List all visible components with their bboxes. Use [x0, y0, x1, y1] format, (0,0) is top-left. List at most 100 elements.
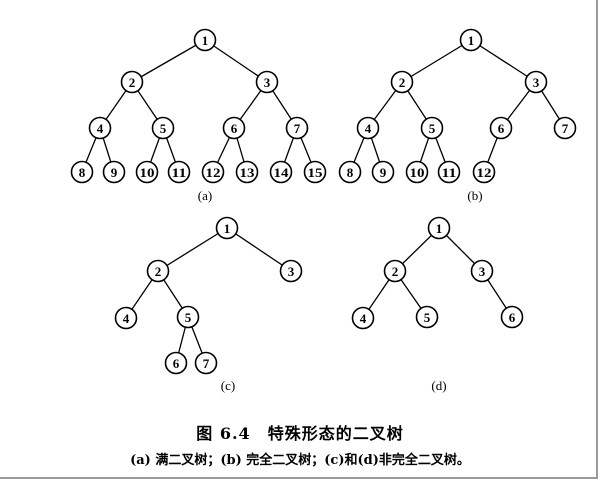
tree-node: 3	[279, 259, 303, 283]
tree-node: 2	[146, 259, 170, 283]
figure-description: (a) 满二叉树；(b) 完全二叉树；(c)和(d)非完全二叉树。	[130, 453, 470, 468]
subfigure-label: (b)	[467, 188, 482, 203]
node-circle	[146, 259, 170, 283]
node-number: 9	[111, 165, 118, 180]
tree-node: 11	[437, 160, 461, 184]
tree-node: 3	[255, 70, 279, 94]
node-circle	[415, 305, 439, 329]
node-circle	[405, 160, 429, 184]
node-circle	[383, 259, 407, 283]
node-number: 6	[173, 356, 180, 371]
tree-node: 7	[553, 116, 577, 140]
node-circle	[164, 351, 188, 375]
node-circle	[420, 116, 444, 140]
node-circle	[88, 116, 112, 140]
tree-node: 5	[176, 305, 200, 329]
tree-node: 5	[420, 116, 444, 140]
tree-node: 12	[472, 160, 496, 184]
tree-node: 15	[303, 160, 327, 184]
node-circle	[553, 116, 577, 140]
tree-node: 4	[114, 306, 138, 330]
tree-node: 4	[356, 116, 380, 140]
node-circle	[176, 305, 200, 329]
node-circle	[269, 160, 293, 184]
tree-edge	[470, 39, 537, 83]
node-number: 10	[140, 165, 155, 180]
tree-node: 5	[415, 305, 439, 329]
node-circle	[235, 160, 259, 184]
tree-node: 6	[222, 116, 246, 140]
tree-node: 10	[405, 160, 429, 184]
node-circle	[437, 160, 461, 184]
node-number: 11	[442, 165, 457, 180]
subfigure-label: (d)	[431, 378, 446, 393]
tree-node: 14	[269, 160, 293, 184]
node-circle	[135, 160, 159, 184]
node-number: 11	[172, 165, 187, 180]
node-circle	[167, 160, 191, 184]
tree-node: 2	[383, 259, 407, 283]
node-number: 5	[429, 121, 436, 136]
node-number: 4	[360, 311, 367, 326]
node-circle	[500, 305, 524, 329]
node-circle	[194, 351, 218, 375]
node-number: 7	[294, 121, 301, 136]
node-circle	[285, 116, 309, 140]
tree-node: 5	[151, 116, 175, 140]
tree-node: 12	[201, 160, 225, 184]
tree-node: 9	[102, 160, 126, 184]
node-circle	[390, 70, 414, 94]
tree-node: 2	[120, 70, 144, 94]
node-number: 3	[533, 75, 540, 90]
node-number: 8	[347, 165, 354, 180]
node-circle	[459, 28, 483, 52]
node-circle	[524, 70, 548, 94]
tree-node: 3	[524, 70, 548, 94]
tree-node: 3	[470, 259, 494, 283]
node-number: 6	[509, 310, 516, 325]
tree-node: 11	[167, 160, 191, 184]
node-circle	[427, 216, 451, 240]
node-number: 10	[410, 165, 425, 180]
tree-edge	[131, 39, 206, 83]
tree-node: 10	[135, 160, 159, 184]
tree-node: 1	[459, 28, 483, 52]
tree-edge	[157, 227, 228, 272]
node-number: 14	[274, 165, 290, 180]
node-circle	[215, 216, 239, 240]
tree-node: 2	[390, 70, 414, 94]
node-circle	[472, 160, 496, 184]
node-number: 6	[498, 121, 505, 136]
node-circle	[151, 116, 175, 140]
tree-edge	[204, 39, 268, 83]
tree-node: 1	[215, 216, 239, 240]
node-circle	[371, 160, 395, 184]
node-number: 2	[155, 264, 162, 279]
tree-node: 7	[194, 351, 218, 375]
node-circle	[201, 160, 225, 184]
node-number: 5	[424, 310, 431, 325]
tree-edge	[226, 227, 292, 272]
node-number: 5	[185, 310, 192, 325]
node-circle	[70, 160, 94, 184]
node-number: 3	[288, 264, 295, 279]
tree-node: 6	[164, 351, 188, 375]
node-number: 12	[477, 165, 492, 180]
tree-node: 1	[193, 28, 217, 52]
node-circle	[102, 160, 126, 184]
tree-node: 6	[500, 305, 524, 329]
tree-d: 12 3 4 5 6 (d)	[351, 216, 524, 393]
tree-node: 7	[285, 116, 309, 140]
node-number: 13	[240, 165, 256, 180]
node-number: 8	[79, 165, 86, 180]
node-circle	[356, 116, 380, 140]
node-number: 7	[203, 356, 210, 371]
tree-node: 1	[427, 216, 451, 240]
tree-node: 4	[351, 306, 375, 330]
node-circle	[489, 116, 513, 140]
